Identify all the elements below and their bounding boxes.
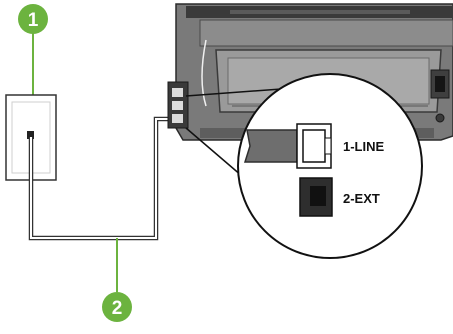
callout-2-badge: 2	[102, 292, 132, 322]
callout-2-number: 2	[112, 298, 123, 319]
ext-port-label: 2-EXT	[343, 191, 380, 206]
callout-1-number: 1	[28, 10, 39, 31]
callout-1-badge: 1	[18, 4, 48, 34]
magnifier-line-bottom	[185, 127, 243, 177]
line-port-label: 1-LINE	[343, 139, 385, 154]
ext-jack	[299, 177, 333, 217]
port-magnifier: 1-LINE 2-EXT	[237, 73, 423, 259]
phone-cord	[28, 116, 178, 241]
phone-plug	[243, 123, 332, 169]
wall-jack-socket	[27, 131, 34, 139]
